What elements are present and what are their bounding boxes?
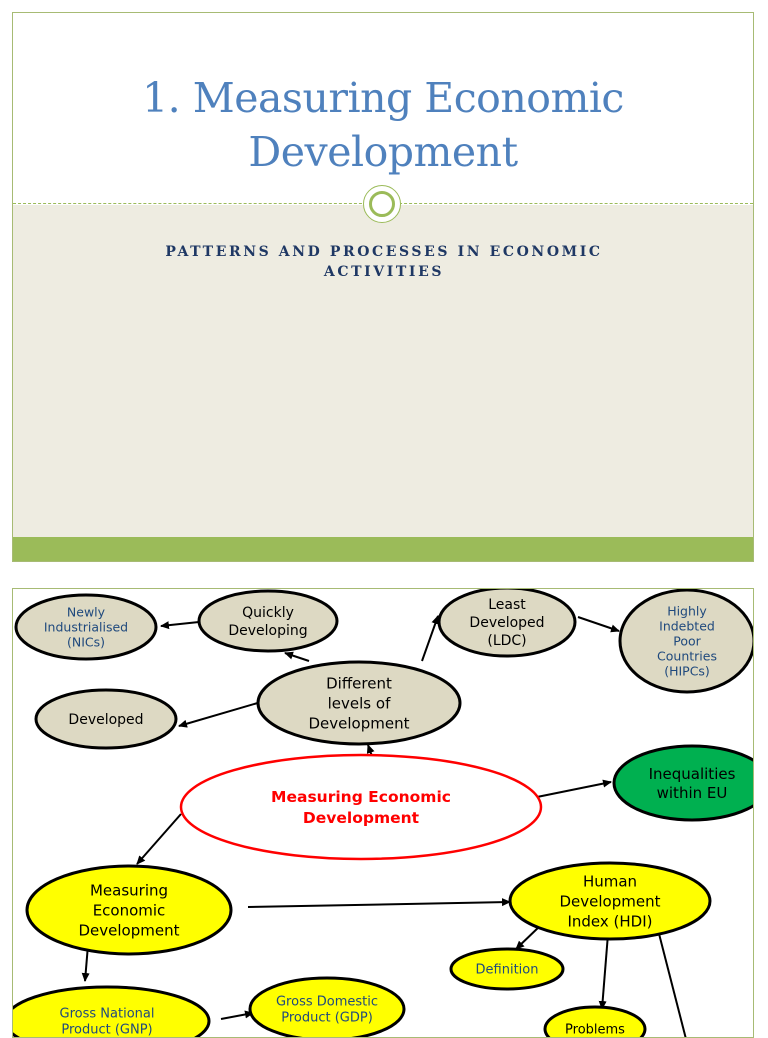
node-quickly-label: Quickly <box>242 605 294 621</box>
node-least-label: Least <box>488 597 526 613</box>
slide-subtitle-line-1: PATTERNS AND PROCESSES IN ECONOMIC <box>165 244 603 260</box>
footer-bar <box>13 537 753 561</box>
node-measuring-shape <box>25 864 233 956</box>
node-hipcs-label: Poor <box>673 634 701 649</box>
arrow-least-to-hipcs <box>577 616 620 633</box>
node-hdi-shape <box>508 861 712 941</box>
node-developed-shape <box>34 688 178 750</box>
slide-title: 1. Measuring Economic Development <box>13 71 753 179</box>
node-gdp-shape <box>248 976 406 1037</box>
node-developed: Developed <box>34 688 178 750</box>
node-different: Different levels of Development <box>256 660 462 746</box>
arrow-different-to-quickly <box>284 651 310 662</box>
node-inequalities-label: Inequalities <box>649 765 736 783</box>
arrow-central-to-inequalities <box>536 779 612 798</box>
arrow-measuring-to-hdi <box>247 898 511 908</box>
arrow-different-to-least <box>421 615 440 662</box>
node-different-label: levels of <box>328 694 391 712</box>
node-developed-label: Developed <box>68 712 143 728</box>
node-hdi-label: Index (HDI) <box>567 912 652 930</box>
node-different-shape <box>256 660 462 746</box>
node-definition-shape <box>449 947 565 991</box>
connectors <box>81 615 687 1037</box>
arrow-different-to-developed <box>178 701 262 728</box>
node-hdi-label: Development <box>560 892 661 910</box>
divider-circle-icon <box>363 185 401 223</box>
node-central-label: Measuring Economic <box>271 788 451 806</box>
slide-title-line-1: 1. Measuring Economic <box>142 74 624 122</box>
arrow-central-to-measuring <box>136 813 182 865</box>
node-gdp-label: Product (GDP) <box>281 1011 373 1026</box>
node-measuring-label: Development <box>79 921 180 939</box>
node-central-label: Development <box>303 809 420 827</box>
subtitle-area <box>13 205 753 537</box>
node-gdp-label: Gross Domestic <box>276 995 378 1010</box>
node-measuring-label: Economic <box>93 901 166 919</box>
node-quickly-shape <box>197 589 339 653</box>
node-least-label: Developed <box>469 615 544 631</box>
node-gnp-label: Product (GNP) <box>61 1023 152 1038</box>
node-hipcs-label: Highly <box>667 604 707 619</box>
node-gnp-label: Gross National <box>60 1007 155 1022</box>
node-definition-label: Definition <box>476 963 539 978</box>
arrow-gnp-to-gdp <box>220 1010 254 1020</box>
node-least-label: (LDC) <box>487 633 526 649</box>
arrow-hdi-to-problems <box>598 933 609 1010</box>
slide-subtitle: PATTERNS AND PROCESSES IN ECONOMIC ACTIV… <box>93 242 675 282</box>
slide-title-line-2: Development <box>248 128 518 176</box>
node-nics-label: (NICs) <box>67 635 105 650</box>
node-hipcs-shape <box>618 589 753 694</box>
title-area <box>13 13 753 205</box>
node-nics-label: Industrialised <box>44 620 128 635</box>
node-measuring-label: Measuring <box>90 881 168 899</box>
node-partial: Problems <box>543 1005 647 1038</box>
node-quickly-label: Developing <box>228 623 307 639</box>
node-definition: Definition <box>449 947 565 991</box>
slide-subtitle-line-2: ACTIVITIES <box>323 264 445 280</box>
node-inequalities-shape <box>612 744 753 822</box>
title-slide: 1. Measuring Economic Development PATTER… <box>12 12 754 562</box>
node-different-label: Different <box>326 674 392 692</box>
node-inequalities-label: within EU <box>657 784 728 802</box>
node-hipcs-label: Countries <box>657 649 717 664</box>
node-hipcs-label: (HIPCs) <box>664 664 710 679</box>
node-nics-label: Newly <box>67 605 106 620</box>
node-central-shape <box>179 753 543 861</box>
arrow-hdi-down <box>655 921 687 1037</box>
node-partial-label: Problems <box>565 1023 625 1038</box>
node-hdi-label: Human <box>583 872 637 890</box>
node-nics-shape <box>14 593 158 661</box>
arrow-hdi-to-definition <box>515 924 542 950</box>
node-least-shape <box>437 589 577 658</box>
node-hipcs-label: Indebted <box>659 619 715 634</box>
arrow-quickly-to-nics <box>160 621 200 630</box>
node-different-label: Development <box>309 714 410 732</box>
